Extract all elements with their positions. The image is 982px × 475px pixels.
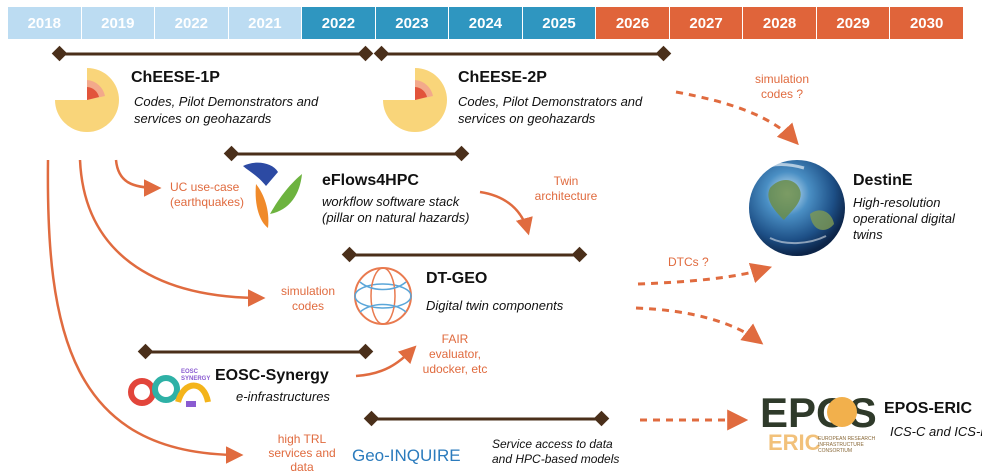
timeline-year: 2026 xyxy=(596,7,670,39)
destine-desc-1: High-resolution xyxy=(853,195,941,210)
arrow-dtcs-destine xyxy=(637,262,773,286)
cheese1p-title: ChEESE-1P xyxy=(131,69,220,86)
cheese2p-logo xyxy=(383,68,447,132)
timeline-year: 2029 xyxy=(816,7,891,39)
label-high-trl-2: services and xyxy=(268,446,336,460)
dtgeo-logo xyxy=(354,267,412,325)
destine-title: DestinE xyxy=(853,172,913,189)
cheese1p-desc-2: services on geohazards xyxy=(134,111,272,126)
cheese1p-desc-1: Codes, Pilot Demonstrators and xyxy=(134,94,319,109)
timeline-year: 2028 xyxy=(743,7,817,39)
eosc-logo xyxy=(128,375,211,407)
arrow-fair xyxy=(355,345,417,378)
eosc-logo-text: EOSC SYNERGY xyxy=(181,369,211,382)
epos-logo: EPOS ERIC EUROPEAN RESEARCH INFRASTRUCTU… xyxy=(760,389,877,455)
svg-text:ERIC: ERIC xyxy=(768,430,821,455)
duration-bar-cheese2p xyxy=(373,45,672,62)
timeline-year: 2025 xyxy=(522,7,597,39)
label-high-trl-3: data xyxy=(290,460,314,474)
timeline-year: 2018 xyxy=(8,7,82,39)
timeline-year: 2027 xyxy=(669,7,744,39)
dtgeo-title: DT-GEO xyxy=(426,270,488,287)
cheese1p-logo xyxy=(55,68,119,132)
timeline-year: 2022 xyxy=(302,7,376,39)
label-fair-3: udocker, etc xyxy=(422,362,488,376)
label-fair-2: evaluator, xyxy=(428,347,482,361)
eflows-title: eFlows4HPC xyxy=(322,172,419,189)
eflows-desc-1: workflow software stack xyxy=(322,194,460,209)
duration-bar-dtgeo xyxy=(341,246,588,263)
svg-text:EPOS: EPOS xyxy=(760,389,877,436)
label-high-trl-1: high TRL xyxy=(277,432,327,446)
epos-title: EPOS-ERIC xyxy=(884,400,973,417)
label-uc-usecase-1: UC use-case xyxy=(170,180,240,194)
arrow-uc-usecase xyxy=(114,159,162,197)
geoinquire-logo: Geo-INQUIRE xyxy=(352,446,461,465)
label-sim-codes-q-1: simulation xyxy=(754,72,810,86)
cheese2p-desc-2: services on geohazards xyxy=(458,111,596,126)
arrow-sim-codes-to-dtgeo xyxy=(78,159,266,307)
timeline-year: 2022 xyxy=(155,7,229,39)
arrow-high-trl xyxy=(46,159,244,464)
svg-text:INFRASTRUCTURE: INFRASTRUCTURE xyxy=(818,442,864,448)
duration-bar-eosc xyxy=(137,343,374,360)
label-simulation-codes-1: simulation xyxy=(280,284,336,298)
destine-desc-2: operational digital xyxy=(853,211,955,226)
arrow-sim-codes-destine xyxy=(675,90,799,146)
geoinquire-desc-2: and HPC-based models xyxy=(492,452,620,466)
geoinquire-desc-1: Service access to data xyxy=(492,437,613,451)
duration-bar-eflows xyxy=(223,145,470,162)
eosc-desc: e-infrastructures xyxy=(236,389,330,404)
destine-desc-3: twins xyxy=(853,227,883,242)
label-sim-codes-q-2: codes ? xyxy=(760,87,804,101)
duration-bar-cheese1p xyxy=(51,45,374,62)
label-twin-2: architecture xyxy=(534,189,598,203)
label-fair-1: FAIR xyxy=(441,332,469,346)
timeline-year: 2030 xyxy=(890,7,964,39)
label-dtcs: DTCs ? xyxy=(668,255,709,269)
eflows-logo xyxy=(243,162,302,228)
timeline-year: 2023 xyxy=(375,7,450,39)
eflows-desc-2: (pillar on natural hazards) xyxy=(322,210,470,225)
label-uc-usecase-2: (earthquakes) xyxy=(170,195,245,209)
arrow-twin-architecture xyxy=(479,190,533,236)
svg-text:EUROPEAN RESEARCH: EUROPEAN RESEARCH xyxy=(818,436,876,442)
cheese2p-desc-1: Codes, Pilot Demonstrators and xyxy=(458,94,643,109)
destine-globe xyxy=(749,160,845,256)
svg-text:CONSORTIUM: CONSORTIUM xyxy=(818,448,852,454)
eosc-title: EOSC-Synergy xyxy=(215,367,329,384)
timeline-year: 2021 xyxy=(228,7,303,39)
timeline-year: 2024 xyxy=(449,7,523,39)
cheese2p-title: ChEESE-2P xyxy=(458,69,547,86)
epos-desc: ICS-C and ICS-D xyxy=(890,424,982,439)
dtgeo-desc: Digital twin components xyxy=(426,298,564,313)
timeline-year: 2019 xyxy=(81,7,156,39)
arrow-dtgeo-epos xyxy=(635,306,764,345)
label-twin-1: Twin xyxy=(553,174,579,188)
duration-bar-geoinquire xyxy=(363,410,610,427)
label-simulation-codes-2: codes xyxy=(291,299,325,313)
